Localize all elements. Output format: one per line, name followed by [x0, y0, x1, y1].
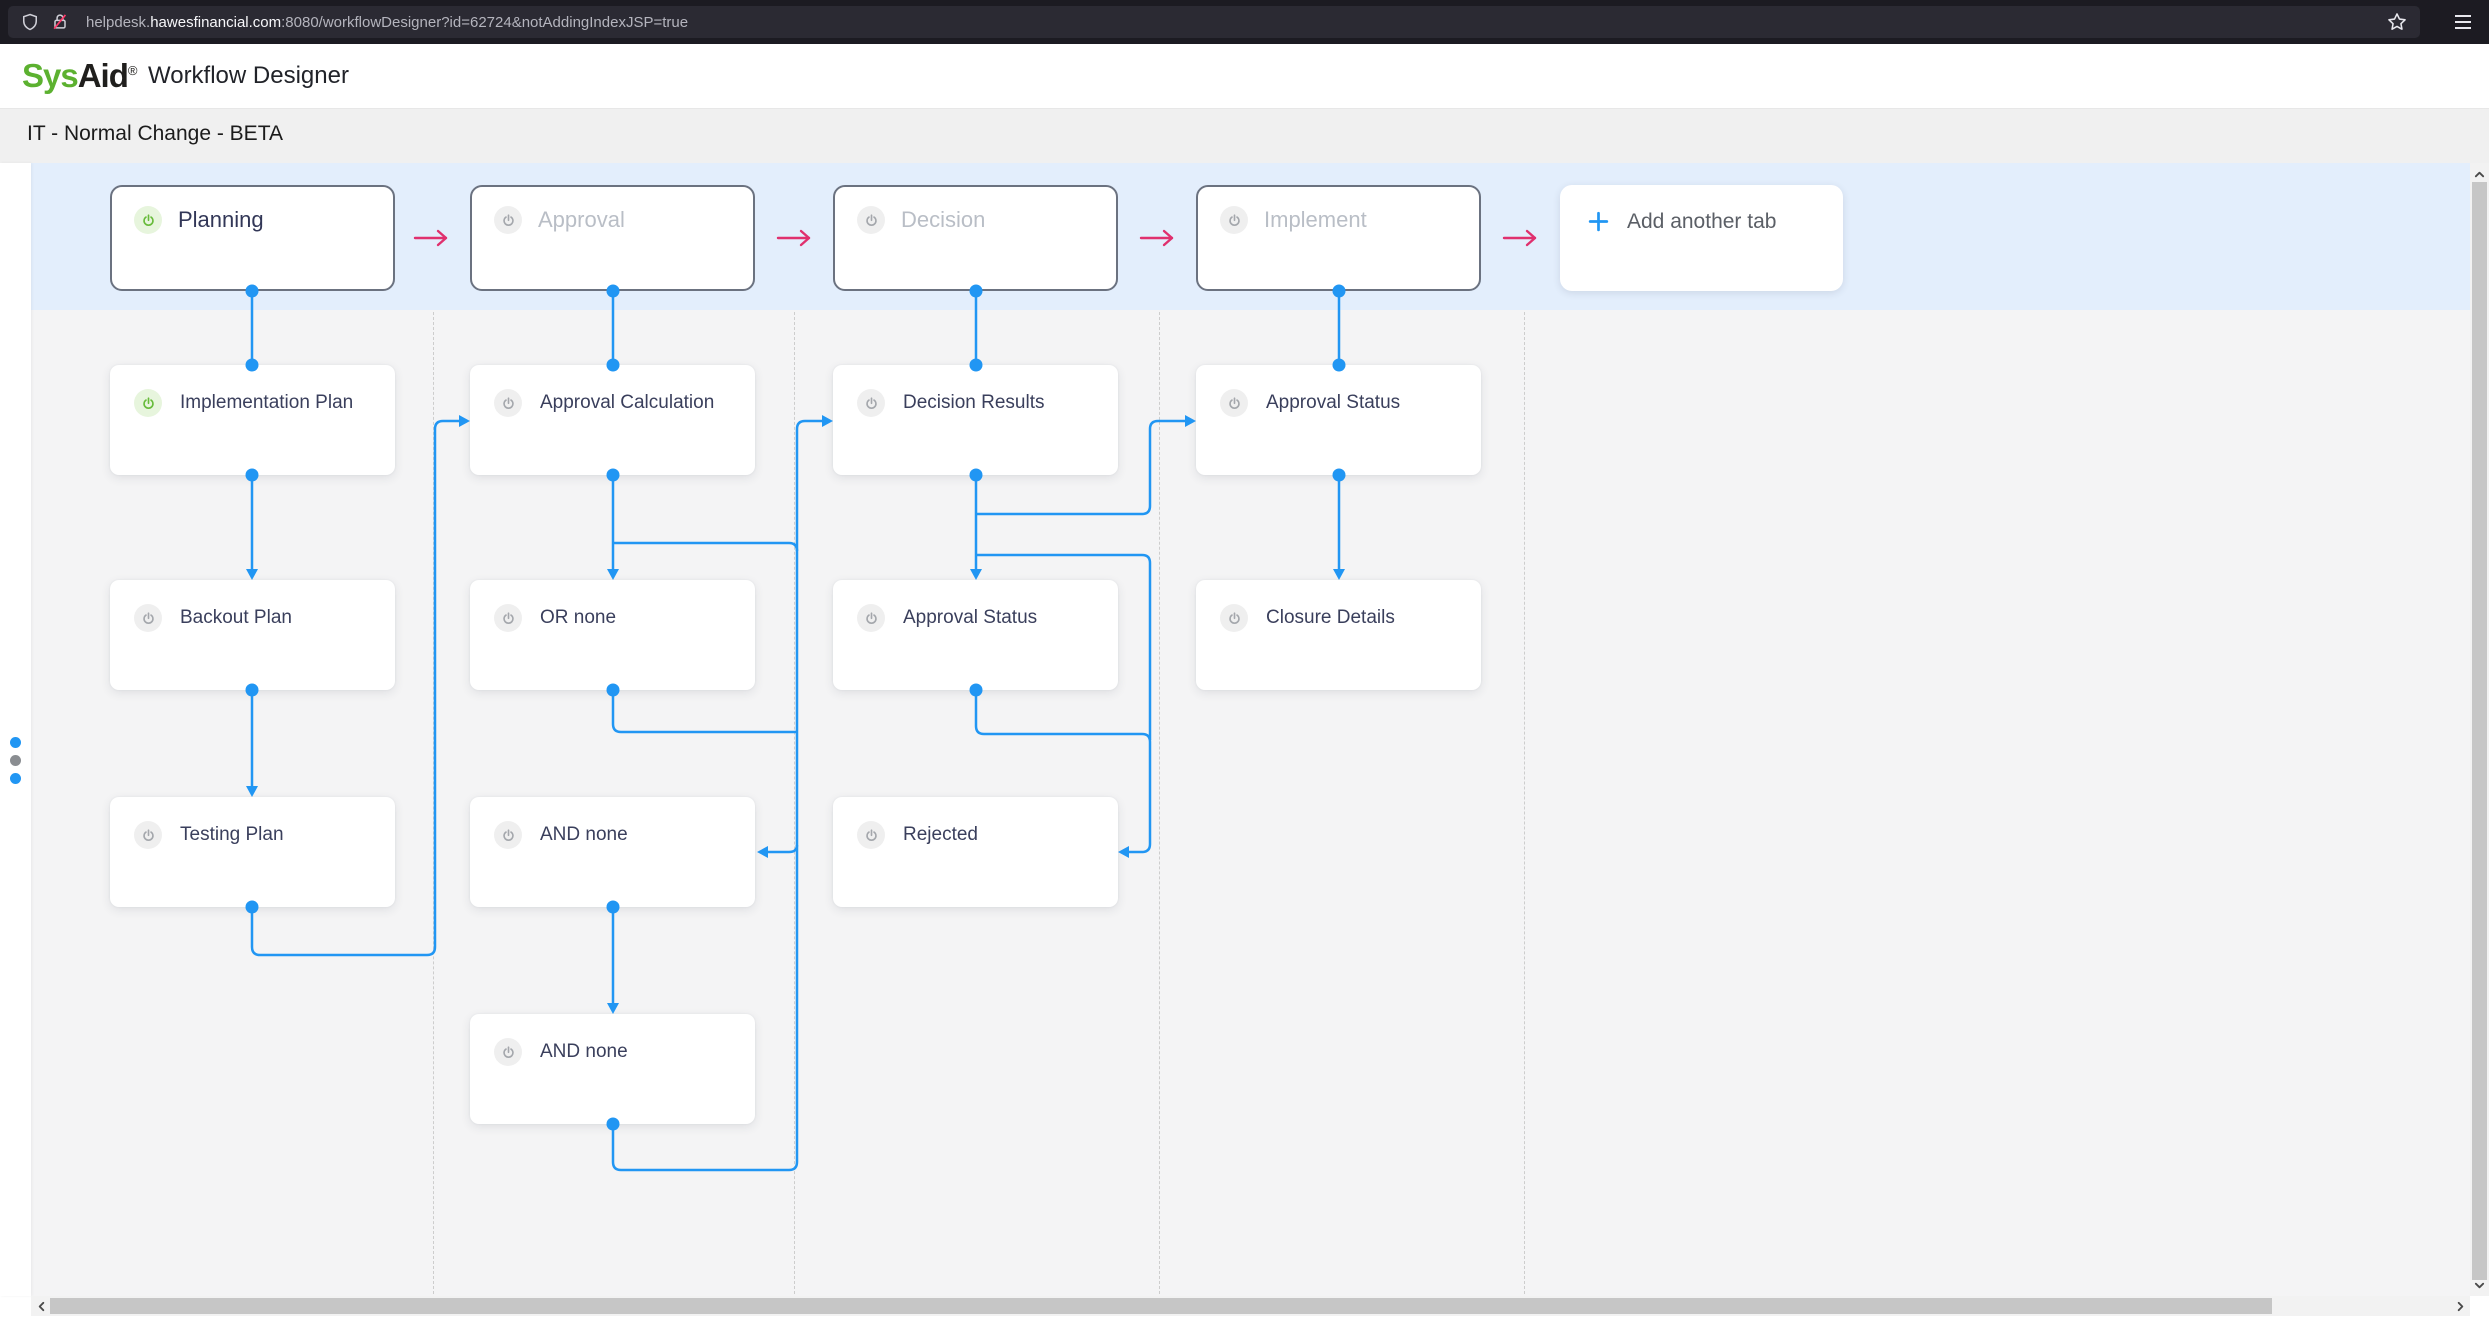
url-text: helpdesk.hawesfinancial.com:8080/workflo… [86, 14, 2386, 31]
side-dot[interactable] [10, 755, 21, 766]
node-approval-status[interactable]: Approval Status [833, 580, 1118, 690]
power-icon[interactable] [857, 604, 885, 632]
node-testing-plan[interactable]: Testing Plan [110, 797, 395, 907]
add-tab-label: Add another tab [1627, 210, 1777, 233]
bookmark-star-icon[interactable] [2386, 11, 2408, 33]
node-label: OR none [540, 607, 617, 628]
scroll-down-icon[interactable] [2471, 1277, 2487, 1293]
tab-arrow-icon [1138, 227, 1178, 249]
node-label: AND none [540, 824, 628, 845]
sysaid-logo: SysAid® [22, 57, 138, 95]
url-domain: hawesfinancial.com [150, 13, 282, 31]
tab-arrow-icon [775, 227, 815, 249]
page-title: Workflow Designer [148, 62, 349, 89]
node-label: Implementation Plan [180, 392, 354, 413]
node-or-none[interactable]: OR none [470, 580, 755, 690]
node-implementation-plan[interactable]: Implementation Plan [110, 365, 395, 475]
power-icon[interactable] [134, 604, 162, 632]
column-separator [1159, 312, 1160, 1294]
node-label: Approval Calculation [540, 392, 715, 413]
bottom-strip [0, 1316, 2489, 1329]
url-path: :8080/workflowDesigner?id=62724&notAddin… [281, 13, 689, 31]
power-icon[interactable] [134, 206, 162, 234]
power-icon[interactable] [1220, 206, 1248, 234]
vertical-scroll-thumb[interactable] [2472, 182, 2487, 1280]
node-label: Approval Status [1266, 392, 1401, 413]
tab-label: Approval [538, 207, 625, 232]
node-and-none[interactable]: AND none [470, 797, 755, 907]
app-header: SysAid® Workflow Designer [0, 44, 2489, 109]
side-dot[interactable] [10, 773, 21, 784]
plus-icon [1586, 209, 1611, 239]
node-closure-details[interactable]: Closure Details [1196, 580, 1481, 690]
tab-decision[interactable]: Decision [833, 185, 1118, 291]
tab-planning[interactable]: Planning [110, 185, 395, 291]
horizontal-scroll-thumb[interactable] [50, 1298, 2272, 1314]
power-icon[interactable] [1220, 604, 1248, 632]
node-backout-plan[interactable]: Backout Plan [110, 580, 395, 690]
node-label: Backout Plan [180, 607, 292, 628]
url-subdomain: helpdesk. [86, 13, 151, 31]
logo-registered-mark: ® [127, 63, 138, 78]
tab-label: Planning [178, 207, 264, 232]
power-icon[interactable] [494, 1038, 522, 1066]
node-approval-status[interactable]: Approval Status [1196, 365, 1481, 475]
power-icon[interactable] [494, 206, 522, 234]
power-icon[interactable] [494, 389, 522, 417]
node-label: Rejected [903, 824, 978, 845]
add-tab-button[interactable]: Add another tab [1560, 185, 1843, 291]
insecure-lock-icon[interactable] [50, 12, 70, 32]
left-gutter [0, 163, 31, 1296]
tab-arrow-icon [1501, 227, 1541, 249]
url-bar[interactable]: helpdesk.hawesfinancial.com:8080/workflo… [8, 6, 2420, 38]
power-icon[interactable] [857, 206, 885, 234]
power-icon[interactable] [134, 821, 162, 849]
power-icon[interactable] [857, 821, 885, 849]
scroll-left-icon[interactable] [33, 1298, 49, 1314]
workflow-title-bar: IT - Normal Change - BETA [0, 108, 2489, 163]
tab-label: Implement [1264, 207, 1367, 232]
tab-approval[interactable]: Approval [470, 185, 755, 291]
tab-arrow-icon [412, 227, 452, 249]
tracking-shield-icon[interactable] [20, 12, 40, 32]
power-icon[interactable] [494, 821, 522, 849]
power-icon[interactable] [857, 389, 885, 417]
node-label: Approval Status [903, 607, 1038, 628]
logo-sys: Sys [22, 57, 79, 94]
tab-implement[interactable]: Implement [1196, 185, 1481, 291]
column-separator [433, 312, 434, 1294]
side-dot[interactable] [10, 737, 21, 748]
horizontal-scrollbar[interactable] [31, 1296, 2470, 1316]
power-icon[interactable] [494, 604, 522, 632]
node-decision-results[interactable]: Decision Results [833, 365, 1118, 475]
logo-aid: Aid [77, 57, 129, 94]
node-rejected[interactable]: Rejected [833, 797, 1118, 907]
node-label: Closure Details [1266, 607, 1395, 628]
node-label: Testing Plan [180, 824, 284, 845]
scroll-up-icon[interactable] [2471, 166, 2487, 182]
node-label: Decision Results [903, 392, 1045, 413]
tab-label: Decision [901, 207, 986, 232]
power-icon[interactable] [134, 389, 162, 417]
node-label: AND none [540, 1041, 628, 1062]
browser-chrome: helpdesk.hawesfinancial.com:8080/workflo… [0, 0, 2489, 44]
column-separator [1524, 312, 1525, 1294]
scroll-right-icon[interactable] [2452, 1298, 2468, 1314]
menu-icon[interactable] [2451, 10, 2475, 34]
power-icon[interactable] [1220, 389, 1248, 417]
workflow-name: IT - Normal Change - BETA [27, 122, 283, 145]
node-and-none[interactable]: AND none [470, 1014, 755, 1124]
column-separator [794, 312, 795, 1294]
node-approval-calculation[interactable]: Approval Calculation [470, 365, 755, 475]
